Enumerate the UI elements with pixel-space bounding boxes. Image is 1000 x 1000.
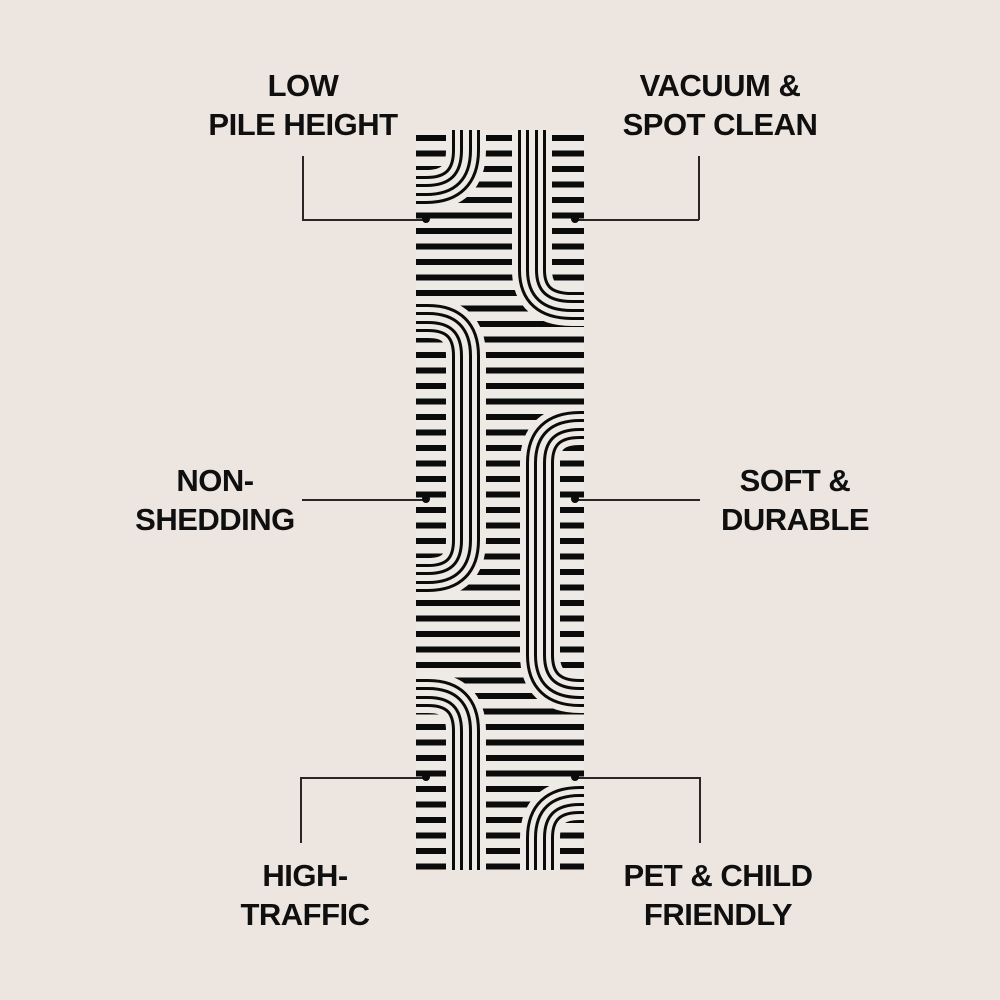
- rug-stripe: [416, 817, 584, 823]
- rug-stripe: [416, 538, 584, 544]
- marker-dot-high-traffic: [422, 773, 430, 781]
- leader-line-vacuum: [576, 219, 699, 221]
- rug-stripe: [416, 755, 584, 761]
- rug-arc-motif: [416, 690, 469, 870]
- rug-arc-motif: [529, 130, 584, 309]
- rug-stripe: [416, 398, 584, 405]
- rug-stripe: [416, 708, 584, 715]
- rug-stripe: [416, 135, 584, 141]
- feature-label-line: PILE HEIGHT: [208, 107, 398, 142]
- rug-stripe: [416, 770, 584, 777]
- rug-stripe: [416, 414, 584, 420]
- rug-stripe: [416, 290, 584, 296]
- rug-stripe: [416, 321, 584, 327]
- leader-line-high-traffic: [300, 777, 426, 779]
- rug-stripe: [416, 166, 584, 172]
- rug-stripe: [416, 724, 584, 730]
- leader-line-non-shedding: [302, 499, 426, 501]
- rug-stripe: [416, 274, 584, 281]
- rug-stripe: [416, 507, 584, 513]
- rug-stripes: [416, 135, 584, 870]
- rug-stripe: [416, 305, 584, 312]
- marker-dot-non-shedding: [422, 495, 430, 503]
- rug-stripe: [416, 491, 584, 498]
- rug-stripe: [416, 476, 584, 482]
- rug-stripe: [416, 336, 584, 343]
- rug-stripe: [416, 693, 584, 699]
- rug-stripe: [416, 352, 584, 358]
- rug-arc-motif: [537, 797, 584, 870]
- feature-label-pet-child-friendly: PET & CHILD FRIENDLY: [600, 856, 836, 934]
- feature-label-line: PET & CHILD: [623, 858, 813, 893]
- leader-line-pet-child: [576, 777, 700, 779]
- rug-stripe: [416, 367, 584, 374]
- rug-stripe: [416, 228, 584, 234]
- leader-line-high-traffic: [300, 777, 302, 843]
- rug-stripe: [416, 181, 584, 188]
- marker-dot-pet-child: [571, 773, 579, 781]
- feature-label-soft-durable: SOFT & DURABLE: [705, 461, 885, 539]
- feature-label-line: LOW: [267, 68, 339, 103]
- feature-label-line: NON-: [176, 463, 254, 498]
- rug-arc-motif: [537, 422, 584, 696]
- marker-dot-low-pile: [422, 215, 430, 223]
- rug-stripe: [416, 259, 584, 265]
- rug-stripe: [416, 445, 584, 451]
- rug-stripe: [416, 646, 584, 653]
- rug-stripe: [416, 786, 584, 792]
- feature-label-line: HIGH-: [262, 858, 348, 893]
- leader-line-vacuum: [698, 156, 700, 220]
- rug-arc-motif: [416, 315, 469, 581]
- rug-stripe: [416, 150, 584, 157]
- rug-stripe: [416, 863, 584, 870]
- feature-label-line: SOFT &: [739, 463, 851, 498]
- rug-stripe: [416, 848, 584, 854]
- feature-label-line: VACUUM &: [639, 68, 801, 103]
- rug-stripe: [416, 662, 584, 668]
- rug-motifs: [416, 130, 584, 870]
- rug-stripe: [416, 522, 584, 529]
- rug-arc-motif: [416, 130, 469, 193]
- leader-line-low-pile: [302, 156, 304, 220]
- feature-label-line: SHEDDING: [135, 502, 295, 537]
- marker-dot-vacuum: [571, 215, 579, 223]
- marker-dot-soft-durable: [571, 495, 579, 503]
- rug-stripe: [416, 197, 584, 203]
- feature-label-line: DURABLE: [720, 502, 870, 537]
- rug-stripe: [416, 615, 584, 622]
- rug-stripe: [416, 460, 584, 467]
- rug-stripe: [416, 739, 584, 746]
- feature-label-line: SPOT CLEAN: [622, 107, 818, 142]
- rug-stripe: [416, 429, 584, 436]
- feature-label-low-pile-height: LOW PILE HEIGHT: [190, 66, 416, 144]
- rug-stripe: [416, 383, 584, 389]
- rug-stripe: [416, 569, 584, 575]
- leader-line-pet-child: [699, 777, 701, 843]
- rug-stripe: [416, 832, 584, 839]
- feature-label-vacuum-spot-clean: VACUUM & SPOT CLEAN: [600, 66, 840, 144]
- leader-line-soft-durable: [576, 499, 700, 501]
- feature-label-non-shedding: NON- SHEDDING: [120, 461, 310, 539]
- rug-stripe: [416, 801, 584, 808]
- rug-stripe: [416, 243, 584, 250]
- rug-stripe: [416, 212, 584, 219]
- rug-stripe: [416, 631, 584, 637]
- rug-stripe: [416, 584, 584, 591]
- rug-stripe: [416, 677, 584, 684]
- feature-label-high-traffic: HIGH- TRAFFIC: [220, 856, 390, 934]
- feature-label-line: TRAFFIC: [240, 897, 370, 932]
- feature-label-line: FRIENDLY: [643, 897, 793, 932]
- leader-line-low-pile: [302, 219, 426, 221]
- rug-stripe: [416, 553, 584, 560]
- rug-stripe: [416, 600, 584, 606]
